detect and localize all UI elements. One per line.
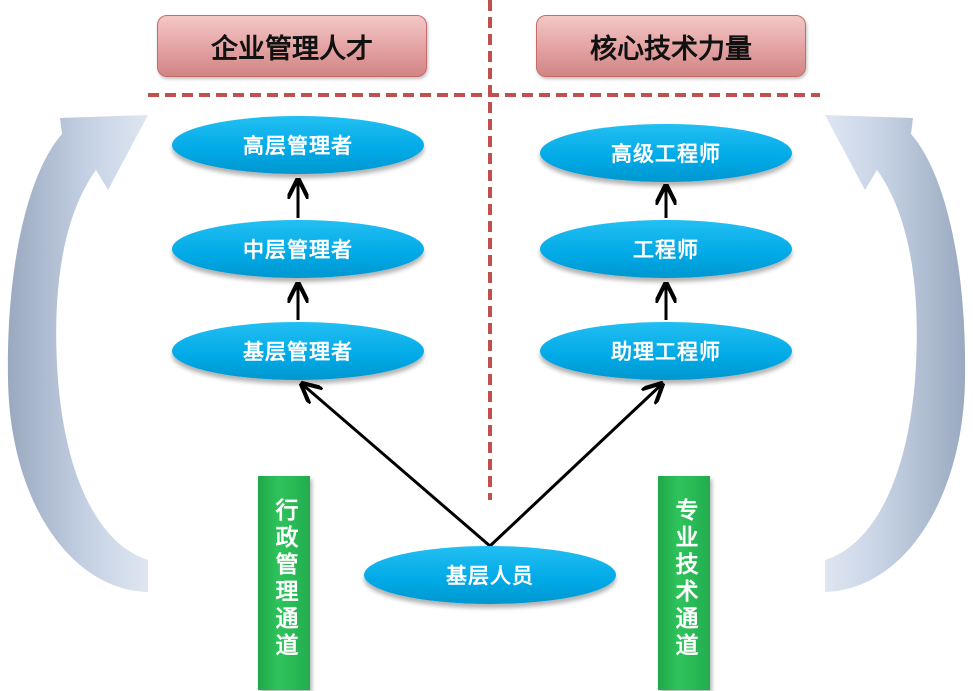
- admin-management-channel: 行政管理通道: [258, 476, 310, 690]
- node-assistant-engineer: 助理工程师: [540, 322, 792, 380]
- node-senior-manager-label: 高层管理者: [243, 134, 353, 158]
- node-middle-manager-label: 中层管理者: [243, 238, 353, 262]
- header-technical-label: 核心技术力量: [590, 33, 752, 65]
- node-engineer-label: 工程师: [633, 238, 699, 262]
- arrow-base-to-mgmt: [302, 384, 491, 548]
- node-base-staff: 基层人员: [364, 546, 616, 604]
- left-curved-arrow: [7, 115, 148, 592]
- arrow-base-to-tech: [488, 384, 662, 548]
- node-assistant-engineer-label: 助理工程师: [611, 340, 721, 364]
- node-senior-engineer: 高级工程师: [540, 124, 792, 182]
- professional-channel-label: 专业技术通道: [671, 498, 697, 660]
- header-management-label: 企业管理人才: [211, 33, 373, 65]
- node-junior-manager: 基层管理者: [172, 322, 424, 380]
- header-core-technical: 核心技术力量: [536, 15, 806, 77]
- node-senior-engineer-label: 高级工程师: [611, 142, 721, 166]
- header-management-talent: 企业管理人才: [157, 15, 427, 77]
- node-junior-manager-label: 基层管理者: [243, 340, 353, 364]
- admin-channel-label: 行政管理通道: [271, 498, 297, 660]
- right-curved-arrow: [825, 115, 966, 592]
- node-middle-manager: 中层管理者: [172, 220, 424, 278]
- node-base-staff-label: 基层人员: [446, 564, 534, 588]
- node-engineer: 工程师: [540, 220, 792, 278]
- professional-technical-channel: 专业技术通道: [658, 476, 710, 690]
- node-senior-manager: 高层管理者: [172, 116, 424, 174]
